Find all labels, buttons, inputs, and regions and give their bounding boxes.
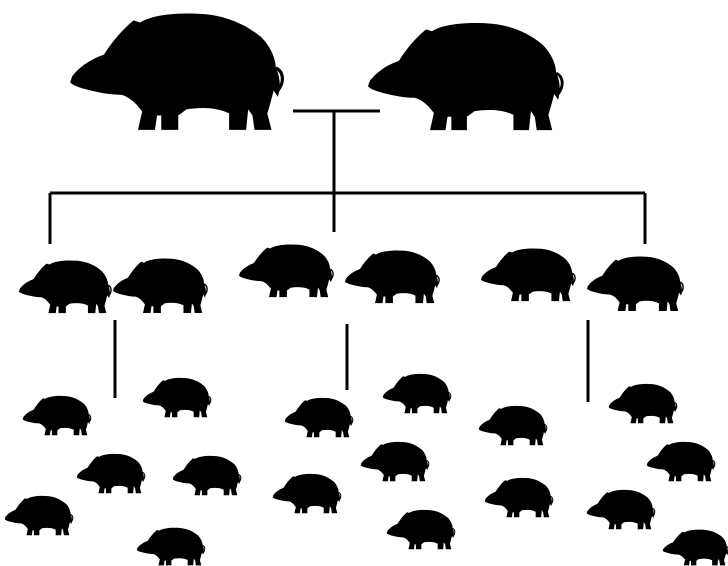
boar-icon-gen1-1	[68, 11, 285, 132]
boar-icon-gen3-12	[478, 405, 548, 446]
boar-icon-gen2-6	[586, 255, 684, 312]
boar-icon-gen2-1	[18, 259, 112, 314]
boar-icon-gen3-8	[382, 373, 452, 414]
boar-icon-gen1-2	[366, 21, 564, 132]
connector-lines	[48, 109, 647, 402]
boar-icon-gen3-9	[360, 441, 430, 482]
boar-icon-gen3-14	[608, 383, 678, 424]
boar-icon-gen3-17	[662, 529, 728, 566]
boar-icon-gen3-4	[172, 455, 242, 496]
boar-icon-gen2-4	[344, 249, 440, 304]
boar-icon-gen3-1	[22, 395, 92, 436]
boar-icon-gen3-6	[136, 527, 206, 566]
boar-icon-gen2-2	[112, 257, 208, 314]
boar-icon-gen2-3	[238, 243, 334, 298]
boar-icon-gen3-5	[4, 495, 74, 536]
boar-icons	[4, 11, 728, 566]
boar-icon-gen3-13	[484, 477, 554, 518]
boar-icon-gen3-7	[284, 397, 354, 438]
boar-icon-gen3-10	[272, 473, 342, 514]
boar-icon-gen3-15	[646, 441, 716, 482]
boar-icon-gen3-3	[76, 453, 146, 494]
boar-icon-gen2-5	[480, 247, 576, 302]
boar-icon-gen3-16	[586, 489, 656, 530]
boar-icon-gen3-2	[142, 377, 212, 418]
boar-icon-gen3-11	[386, 509, 456, 550]
